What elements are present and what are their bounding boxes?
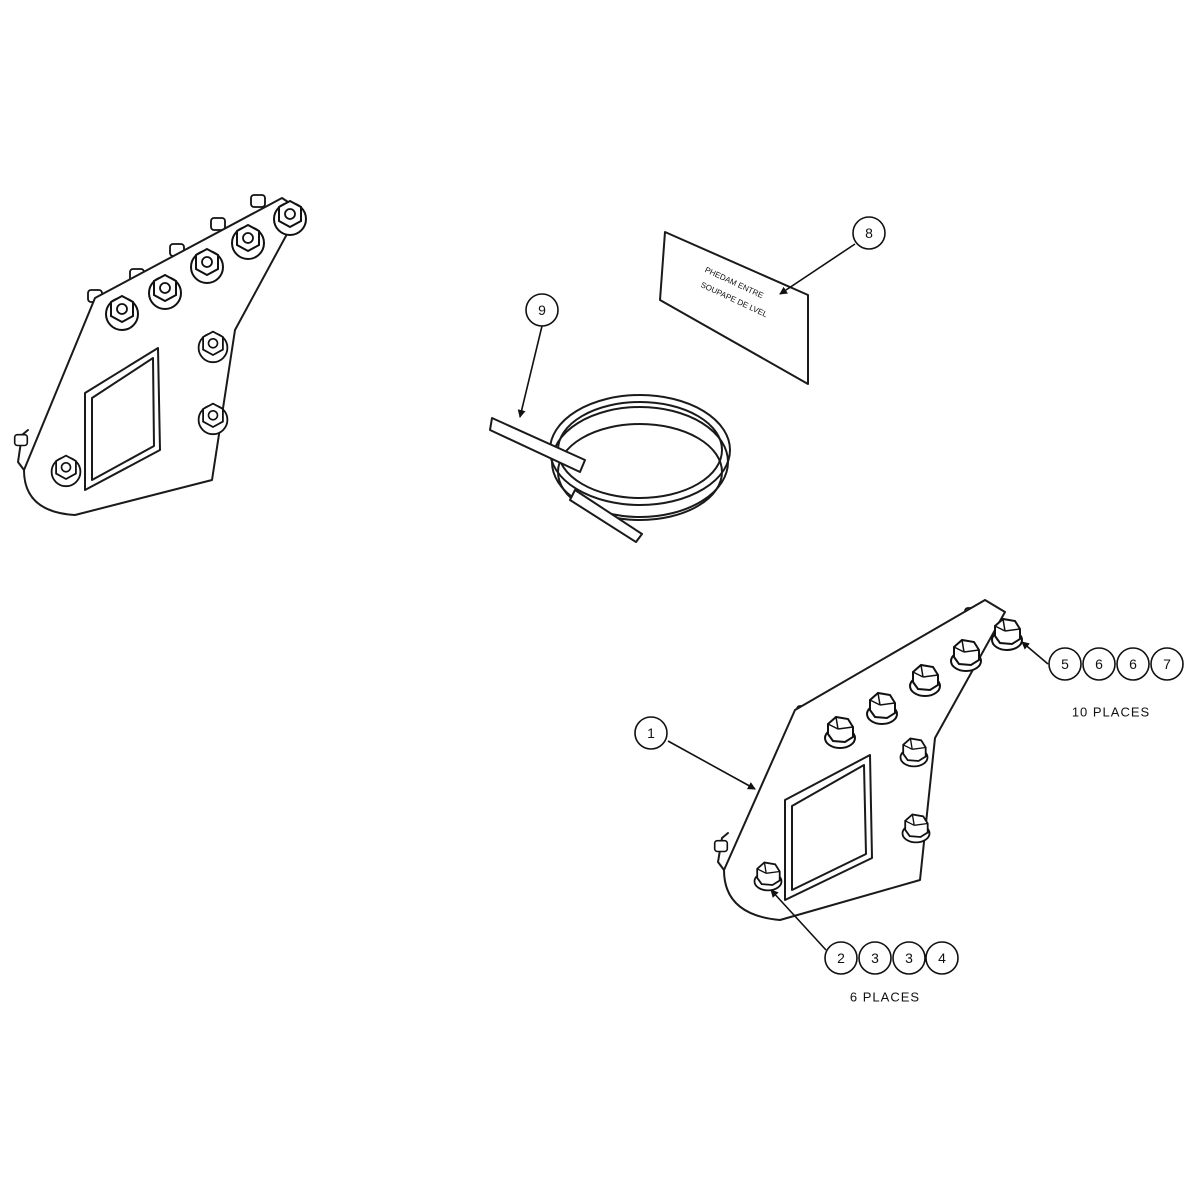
callout-group-bottom: 2 3 3 4 6 PLACES bbox=[824, 941, 959, 1005]
callout-8: 8 bbox=[852, 216, 886, 250]
bracket-assembly-right bbox=[713, 599, 1023, 921]
svg-text:6: 6 bbox=[1129, 656, 1137, 672]
callout-3a: 3 bbox=[858, 941, 892, 975]
leader-9 bbox=[517, 325, 543, 418]
decal-label-plate: PHEDAM ENTRE SOUPAPE DE LVEL bbox=[659, 231, 809, 385]
bracket-assembly-left bbox=[13, 194, 307, 516]
leader-5677 bbox=[1021, 641, 1049, 665]
callout-5: 5 bbox=[1048, 647, 1082, 681]
leader-2334 bbox=[770, 889, 827, 951]
callout-group-top: 5 6 6 7 10 PLACES bbox=[1048, 647, 1184, 720]
callout-4: 4 bbox=[925, 941, 959, 975]
callout-2: 2 bbox=[824, 941, 858, 975]
bracket-window-right bbox=[784, 754, 873, 901]
leader-8 bbox=[779, 243, 856, 295]
bracket-window-left bbox=[84, 347, 161, 491]
svg-text:8: 8 bbox=[865, 225, 873, 241]
svg-text:3: 3 bbox=[905, 950, 913, 966]
callout-1: 1 bbox=[634, 716, 668, 750]
svg-text:5: 5 bbox=[1061, 656, 1069, 672]
svg-text:2: 2 bbox=[837, 950, 845, 966]
callout-6b: 6 bbox=[1116, 647, 1150, 681]
callout-7: 7 bbox=[1150, 647, 1184, 681]
svg-text:7: 7 bbox=[1163, 656, 1171, 672]
svg-text:4: 4 bbox=[938, 950, 946, 966]
note-bottom-places: 6 PLACES bbox=[850, 990, 920, 1005]
note-top-places: 10 PLACES bbox=[1072, 705, 1150, 720]
svg-text:3: 3 bbox=[871, 950, 879, 966]
callout-3b: 3 bbox=[892, 941, 926, 975]
callout-6a: 6 bbox=[1082, 647, 1116, 681]
svg-text:9: 9 bbox=[538, 302, 546, 318]
svg-text:1: 1 bbox=[647, 725, 655, 741]
svg-text:6: 6 bbox=[1095, 656, 1103, 672]
callout-9: 9 bbox=[525, 293, 559, 327]
leader-1 bbox=[667, 740, 756, 790]
tube-coil bbox=[489, 394, 731, 543]
